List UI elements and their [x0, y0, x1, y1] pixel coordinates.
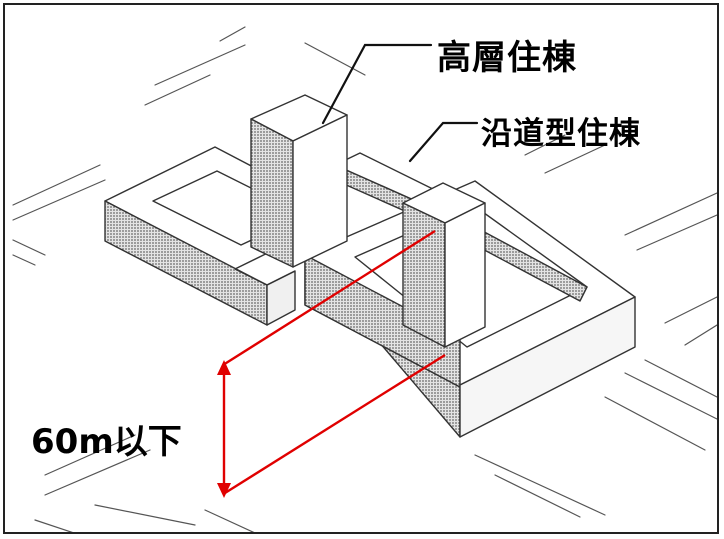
high-rise-leader [321, 43, 433, 125]
street-grid [12, 26, 717, 532]
leader-lines [321, 43, 479, 163]
arrow-down-icon [217, 483, 231, 498]
diagram-frame: 高層住棟 沿道型住棟 60m以下 [3, 3, 719, 534]
high-rise-label: 高層住棟 [437, 38, 577, 78]
roadside-label: 沿道型住棟 [481, 116, 641, 152]
height-limit-label: 60m以下 [31, 422, 182, 462]
roadside-leader [408, 121, 479, 163]
isometric-block-illustration [12, 26, 717, 532]
high-rise-tower-right [402, 182, 486, 348]
high-rise-tower-left [250, 94, 348, 268]
height-dimension [217, 229, 446, 498]
arrow-up-icon [217, 360, 231, 375]
